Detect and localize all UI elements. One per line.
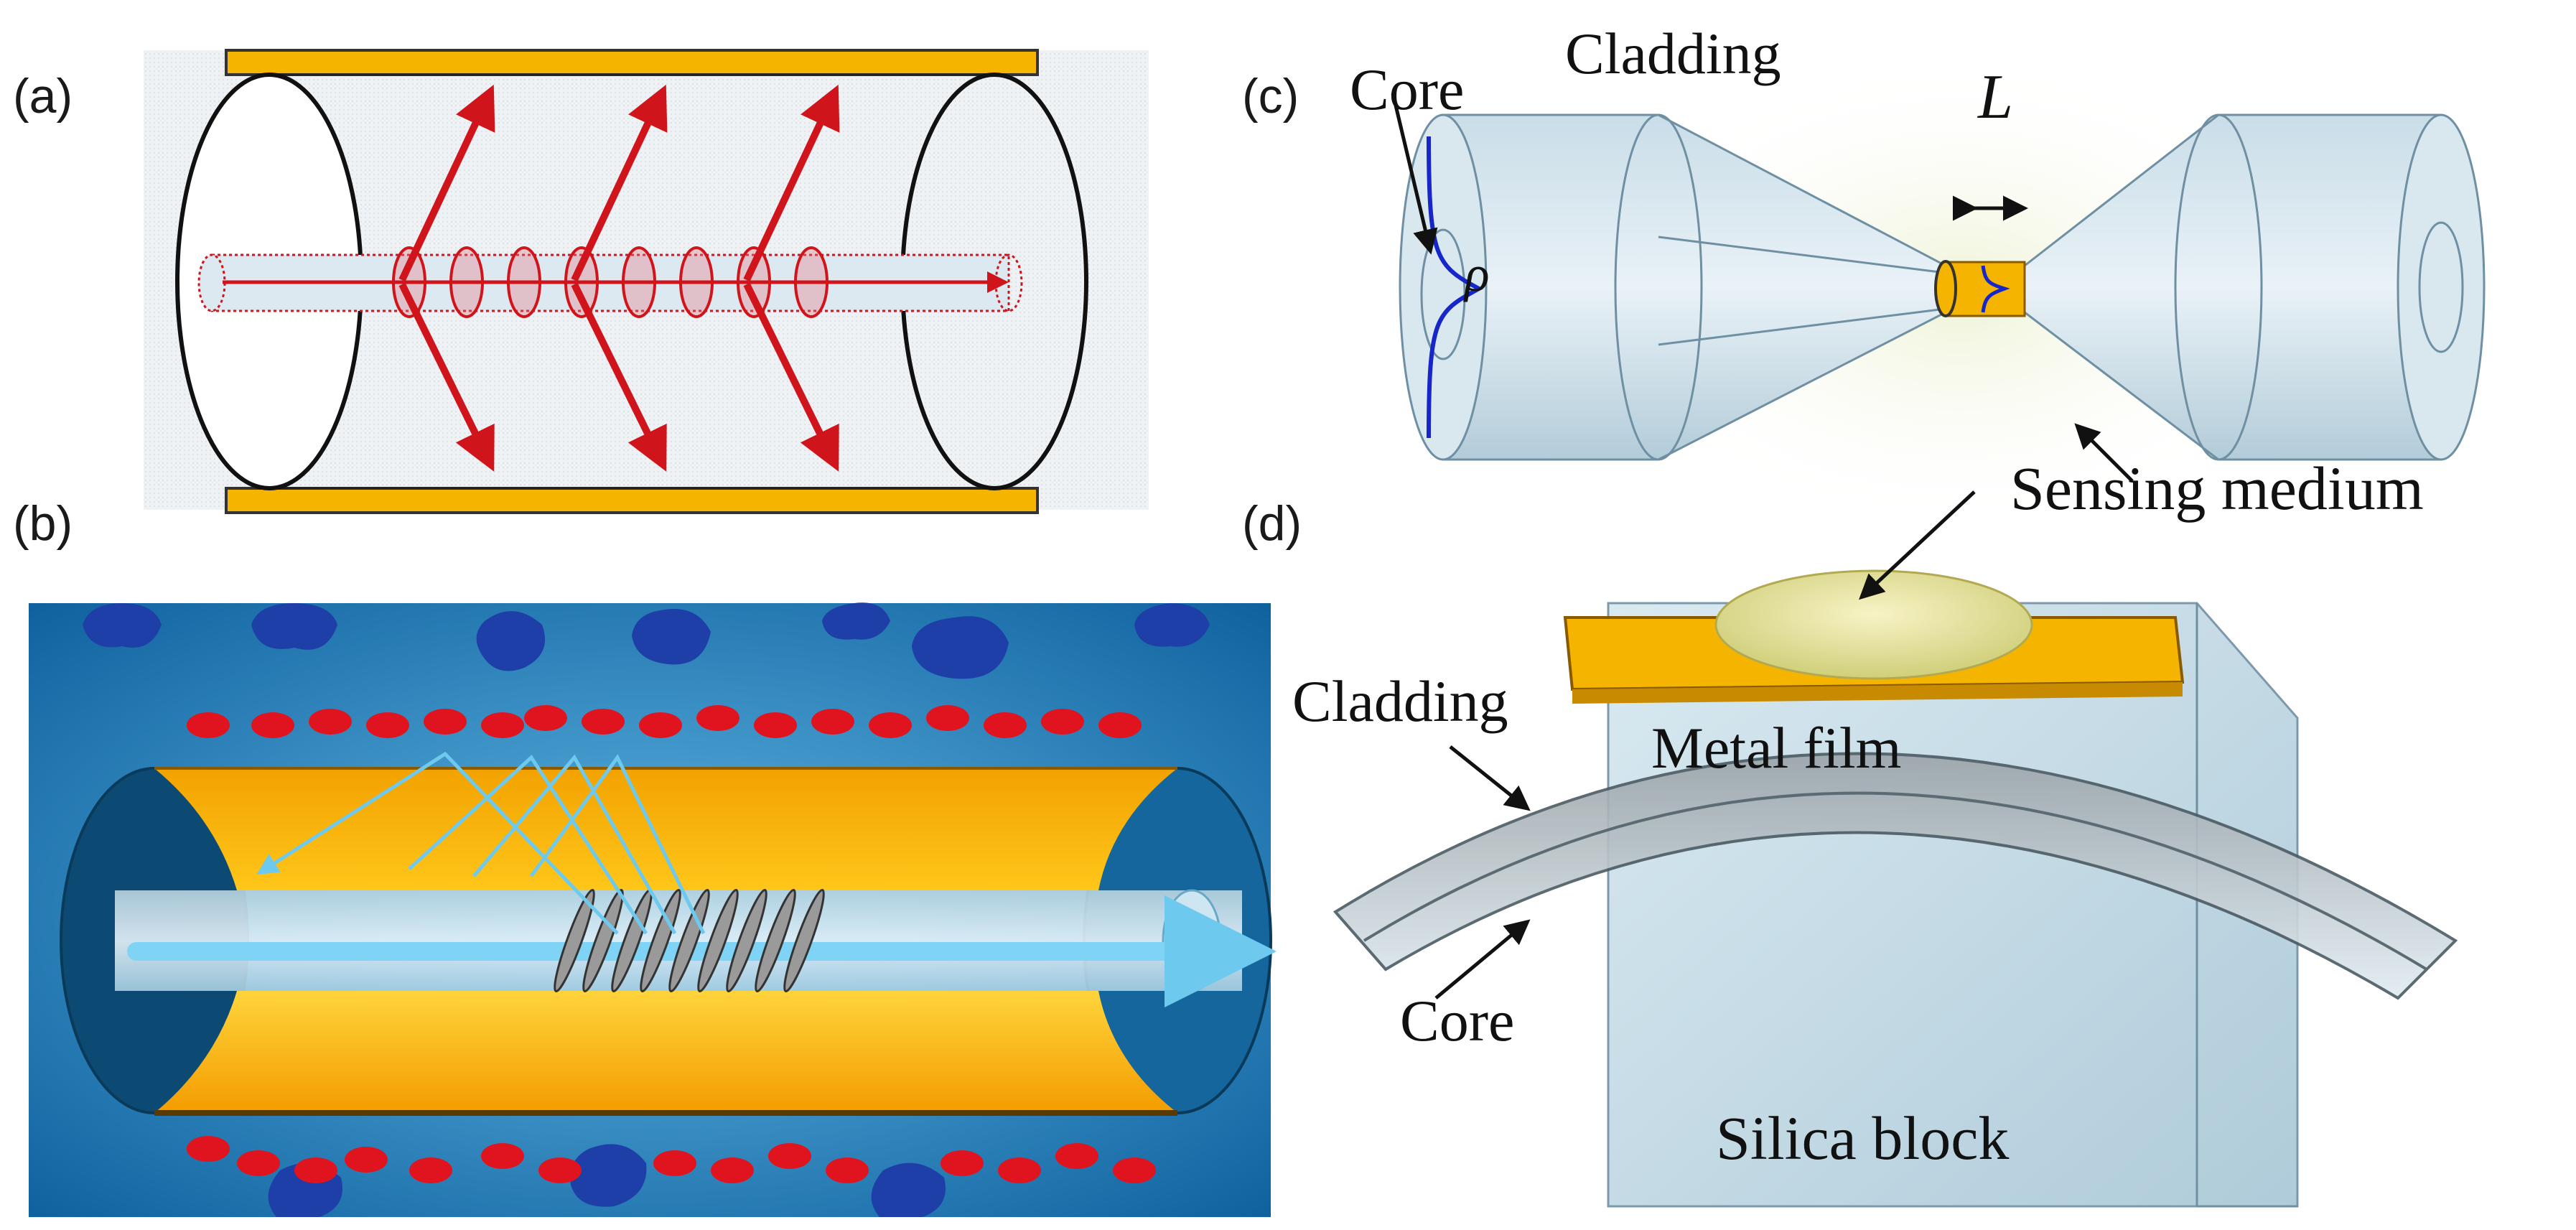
panel-d-diagram (1333, 490, 2458, 1208)
radius-symbol: ρ (1465, 245, 1490, 302)
core-pointer-d (1434, 919, 1531, 1000)
core-label-d: Core (1400, 988, 1515, 1053)
metal-film-top (154, 768, 1177, 890)
cladding-mode-rays (256, 751, 706, 935)
cladding-label-c: Cladding (1565, 21, 1781, 86)
cladding-pointer (1449, 745, 1531, 811)
left-fiber-end (1399, 113, 1488, 461)
metal-film-label: Metal film (1651, 715, 1902, 781)
panel-c-diagram (1391, 57, 2486, 531)
radiated-light-arrows (398, 84, 840, 472)
silica-block (1607, 602, 2299, 1208)
sensing-medium-droplet (1714, 569, 2033, 680)
panel-c-label: (c) (1242, 69, 1299, 124)
receptor-molecules-top (187, 705, 1142, 738)
bottom-metal-layer (225, 487, 1039, 514)
silica-block-label: Silica block (1716, 1104, 2010, 1173)
panel-a-label: (a) (13, 69, 73, 124)
metal-film-bottom (154, 991, 1177, 1113)
bent-fiber (1333, 752, 2458, 1000)
panel-a-diagram (144, 49, 1149, 514)
core-pointer (1391, 93, 1438, 255)
core-label-c: Core (1350, 57, 1465, 122)
length-symbol: L (1978, 62, 2013, 132)
panel-b-diagram (29, 602, 1277, 1217)
receptor-molecules-bottom (187, 1136, 1156, 1183)
cladding-label-d: Cladding (1292, 668, 1508, 734)
panel-d-label: (d) (1242, 496, 1302, 551)
sensing-medium-pointer-d (1859, 490, 1976, 600)
panel-b-label: (b) (13, 496, 73, 551)
tilted-fiber-grating (554, 888, 825, 993)
sensing-medium-label: Sensing medium (2010, 454, 2424, 523)
sensing-medium-pointer (2074, 423, 2134, 483)
mode-profile-waist (1981, 265, 2010, 313)
mode-profile-left (1427, 136, 1484, 439)
top-metal-layer (225, 49, 1039, 76)
right-fiber-end (2397, 113, 2486, 461)
